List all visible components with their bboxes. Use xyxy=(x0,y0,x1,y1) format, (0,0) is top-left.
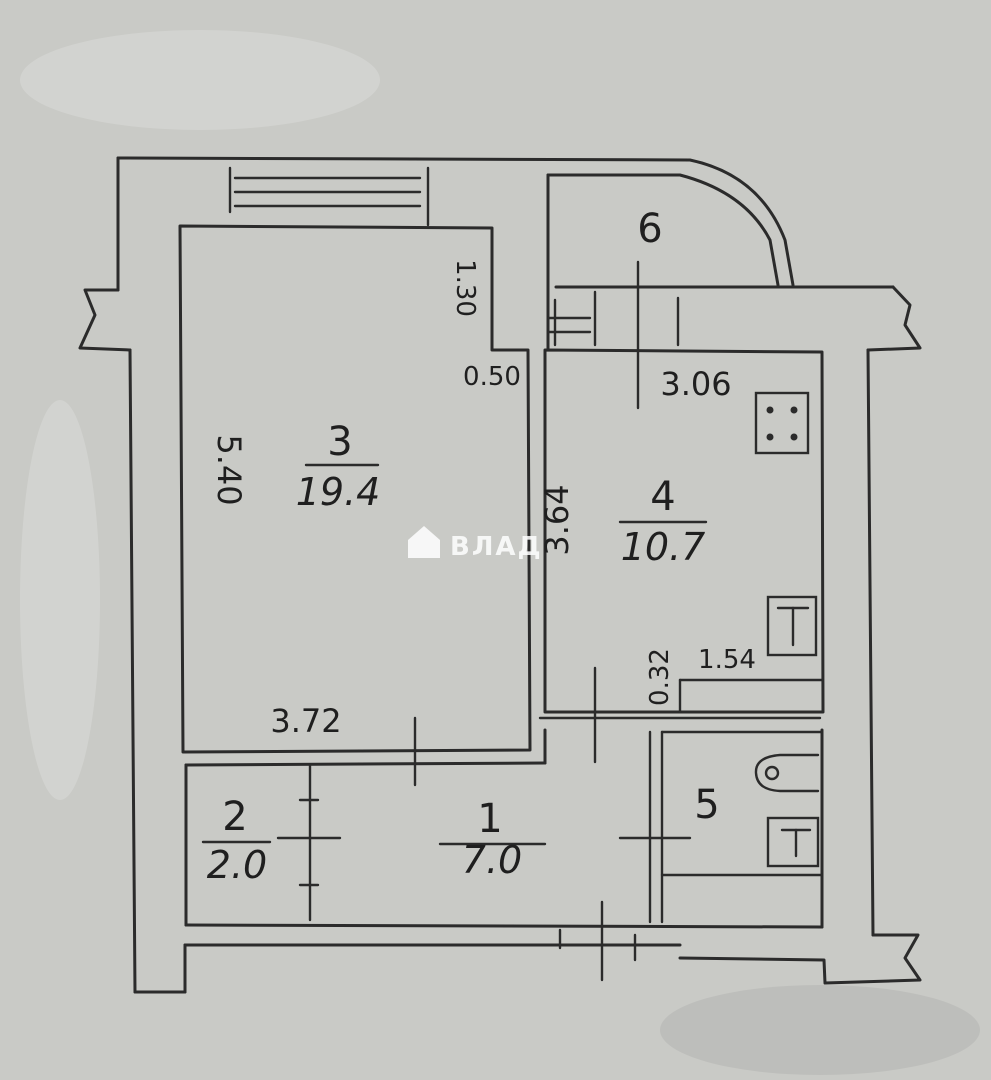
stove-icon xyxy=(754,391,810,455)
room-3-width-dim: 3.72 xyxy=(270,702,341,740)
room-5-number: 5 xyxy=(694,782,719,828)
room-2-number: 2 xyxy=(222,794,247,840)
room-labels: 3 19.4 4 10.7 2 2.0 1 7.0 5 6 xyxy=(201,206,720,887)
room-3-area: 19.4 xyxy=(296,470,381,514)
niche-width-dim: 0.50 xyxy=(463,362,521,392)
balcony-door xyxy=(546,260,680,410)
bath-width-dim: 1.54 xyxy=(698,645,756,675)
house-icon xyxy=(408,526,440,558)
kitchen-width-dim: 3.06 xyxy=(660,365,731,403)
outer-walls xyxy=(78,156,922,994)
niche-depth-dim: 1.30 xyxy=(450,259,480,317)
watermark: ВЛАД xyxy=(408,526,543,562)
door-marks xyxy=(276,666,692,982)
room-1-area: 7.0 xyxy=(462,838,522,882)
kitchen-length-dim: 3.64 xyxy=(538,484,576,555)
inner-walls xyxy=(178,224,825,929)
dimension-labels: 3.72 5.40 1.30 0.50 3.06 3.64 1.54 0.32 xyxy=(210,259,756,740)
room-4-number: 4 xyxy=(650,474,675,520)
room-1-number: 1 xyxy=(477,796,502,842)
watermark-text: ВЛАД xyxy=(450,532,543,562)
room-3-number: 3 xyxy=(327,419,352,465)
room-4-area: 10.7 xyxy=(621,525,706,569)
room-3-length-dim: 5.40 xyxy=(210,434,248,505)
balcony-window xyxy=(228,166,430,227)
room-6-number: 6 xyxy=(637,206,662,252)
kitchen-sink-icon xyxy=(766,595,818,657)
washbasin-icon xyxy=(754,753,820,793)
toilet-icon xyxy=(766,816,820,868)
bath-offset-dim: 0.32 xyxy=(645,648,675,706)
paper-texture xyxy=(20,30,980,1075)
room-2-area: 2.0 xyxy=(207,843,267,887)
